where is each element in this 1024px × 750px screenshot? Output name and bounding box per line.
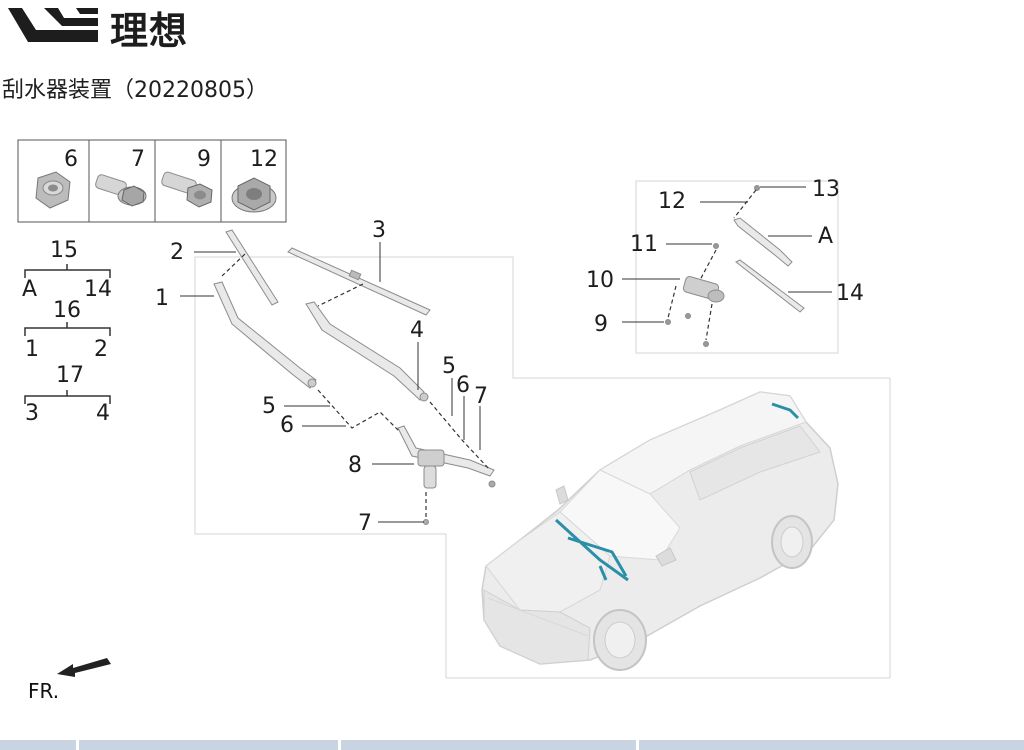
rear-leader-lines bbox=[622, 186, 832, 323]
callout-6-right: 6 bbox=[456, 373, 470, 398]
wiper-blade-2 bbox=[225, 229, 279, 306]
group-left-label: 3 bbox=[25, 401, 39, 426]
hex-nut-icon bbox=[35, 171, 71, 209]
callout-9: 9 bbox=[594, 312, 608, 337]
callout-10: 10 bbox=[586, 268, 614, 293]
li-auto-logo-icon bbox=[8, 8, 98, 42]
callout-7-lower: 7 bbox=[358, 511, 372, 536]
rear-wiper-frame bbox=[635, 180, 839, 354]
rear-dashed-links bbox=[667, 189, 757, 341]
callout-5-left: 5 bbox=[262, 394, 276, 419]
callout-1: 1 bbox=[155, 286, 169, 311]
hex-bolt-icon bbox=[161, 171, 213, 208]
bottom-bar-separator bbox=[76, 740, 79, 750]
callout-6-left: 6 bbox=[280, 413, 294, 438]
fasteners-table: 6 7 9 12 bbox=[17, 139, 287, 223]
callout-A: A bbox=[818, 224, 833, 249]
front-leader-lines bbox=[180, 242, 481, 523]
brand-name: 理想 bbox=[110, 9, 189, 53]
callout-2: 2 bbox=[170, 240, 184, 265]
group-right-label: 2 bbox=[94, 337, 108, 362]
group-parent-label: 15 bbox=[50, 238, 78, 263]
wiper-arm-4 bbox=[305, 301, 425, 401]
rear-wiper-blade bbox=[735, 259, 805, 313]
wiper-blade-3 bbox=[287, 247, 431, 316]
bottom-bar bbox=[0, 740, 1024, 750]
group-right-label: 4 bbox=[96, 401, 110, 426]
vehicle-illustration bbox=[481, 391, 839, 671]
front-wiper-highlight bbox=[554, 518, 629, 582]
rear-wiper-highlight bbox=[771, 402, 800, 420]
fastener-6-number: 6 bbox=[64, 147, 78, 172]
group-parent-label: 16 bbox=[53, 298, 81, 323]
front-wiper-frame bbox=[194, 256, 891, 679]
callout-7-upper: 7 bbox=[474, 384, 488, 409]
front-direction-arrow-icon bbox=[57, 658, 111, 677]
callout-5-right: 5 bbox=[442, 354, 456, 379]
callout-8: 8 bbox=[348, 453, 362, 478]
flange-bolt-icon bbox=[95, 174, 147, 207]
callout-4: 4 bbox=[410, 318, 424, 343]
callout-13: 13 bbox=[812, 177, 840, 202]
fastener-12-number: 12 bbox=[250, 147, 278, 172]
page-title: 刮水器装置（20220805） bbox=[2, 78, 268, 103]
callout-12: 12 bbox=[658, 189, 686, 214]
callout-14: 14 bbox=[836, 281, 864, 306]
rear-wiper-arm bbox=[733, 217, 793, 267]
callout-11: 11 bbox=[630, 232, 658, 257]
group-right-label: 14 bbox=[84, 277, 112, 302]
group-parent-label: 17 bbox=[56, 363, 84, 388]
flange-nut-icon bbox=[231, 177, 277, 213]
front-direction-label: FR. bbox=[28, 679, 60, 703]
bottom-bar-separator bbox=[338, 740, 341, 750]
group-left-label: A bbox=[22, 277, 37, 302]
assembly-group-16: 16 1 2 bbox=[24, 298, 111, 362]
rear-wiper-parts bbox=[665, 185, 805, 347]
front-dashed-links bbox=[221, 253, 491, 518]
group-left-label: 1 bbox=[25, 337, 39, 362]
callout-3: 3 bbox=[372, 218, 386, 243]
front-wiper-parts bbox=[213, 229, 496, 525]
assembly-group-15: 15 A 14 bbox=[22, 238, 112, 302]
fastener-7-number: 7 bbox=[131, 147, 145, 172]
assembly-group-17: 17 3 4 bbox=[24, 363, 111, 426]
bottom-bar-separator bbox=[636, 740, 639, 750]
wiper-arm-1 bbox=[213, 281, 317, 389]
fastener-9-number: 9 bbox=[197, 147, 211, 172]
